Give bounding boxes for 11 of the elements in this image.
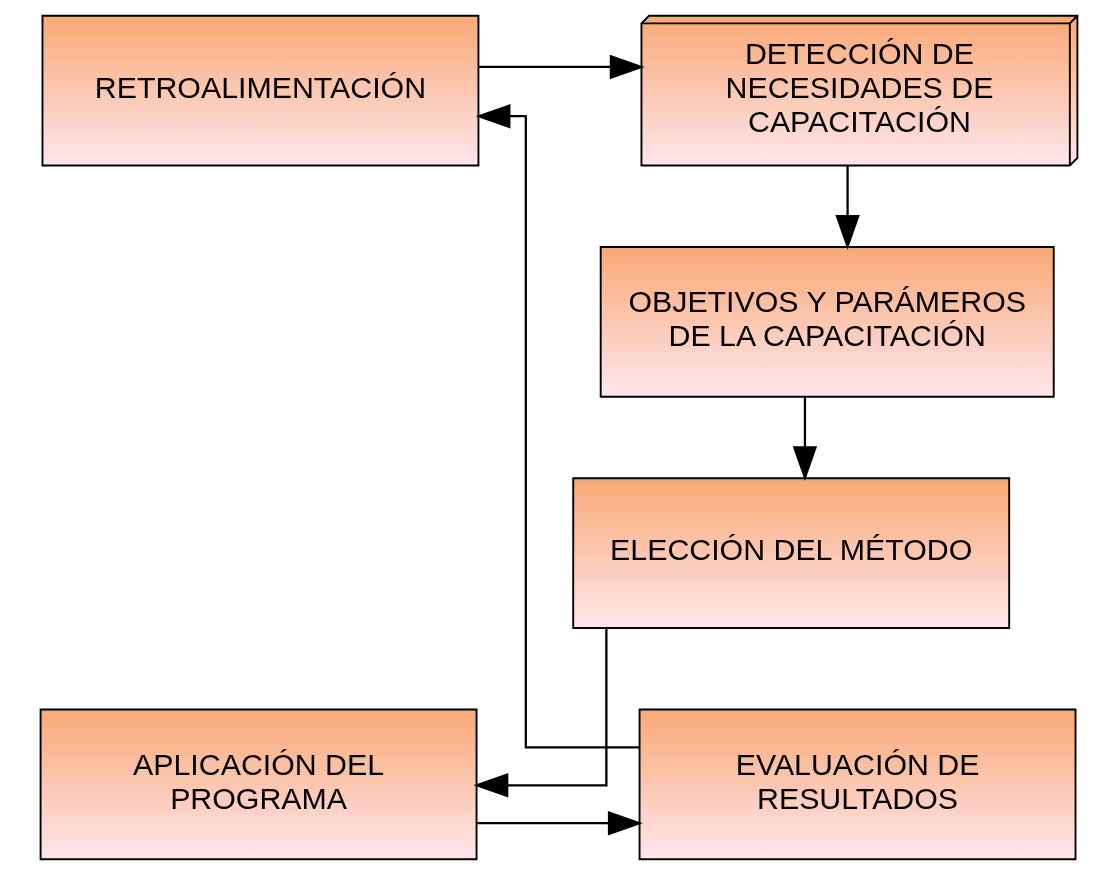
node-box: APLICACIÓN DEL PROGRAMA: [39, 708, 477, 861]
arrow: [834, 165, 860, 250]
arrow: [472, 628, 608, 798]
arrow: [478, 54, 645, 80]
arrow: [476, 811, 643, 836]
node-box: EVALUACIÓN DE RESULTADOS: [638, 708, 1076, 861]
arrow: [792, 396, 817, 482]
node-box: ELECCIÓN DEL MÉTODO: [571, 477, 1010, 629]
node-box: OBJETIVOS Y PARÁMEROS DE LA CAPACITACIÓN: [599, 246, 1055, 398]
arrow: [475, 104, 639, 749]
node-box: RETROALIMENTACIÓN: [41, 14, 479, 167]
